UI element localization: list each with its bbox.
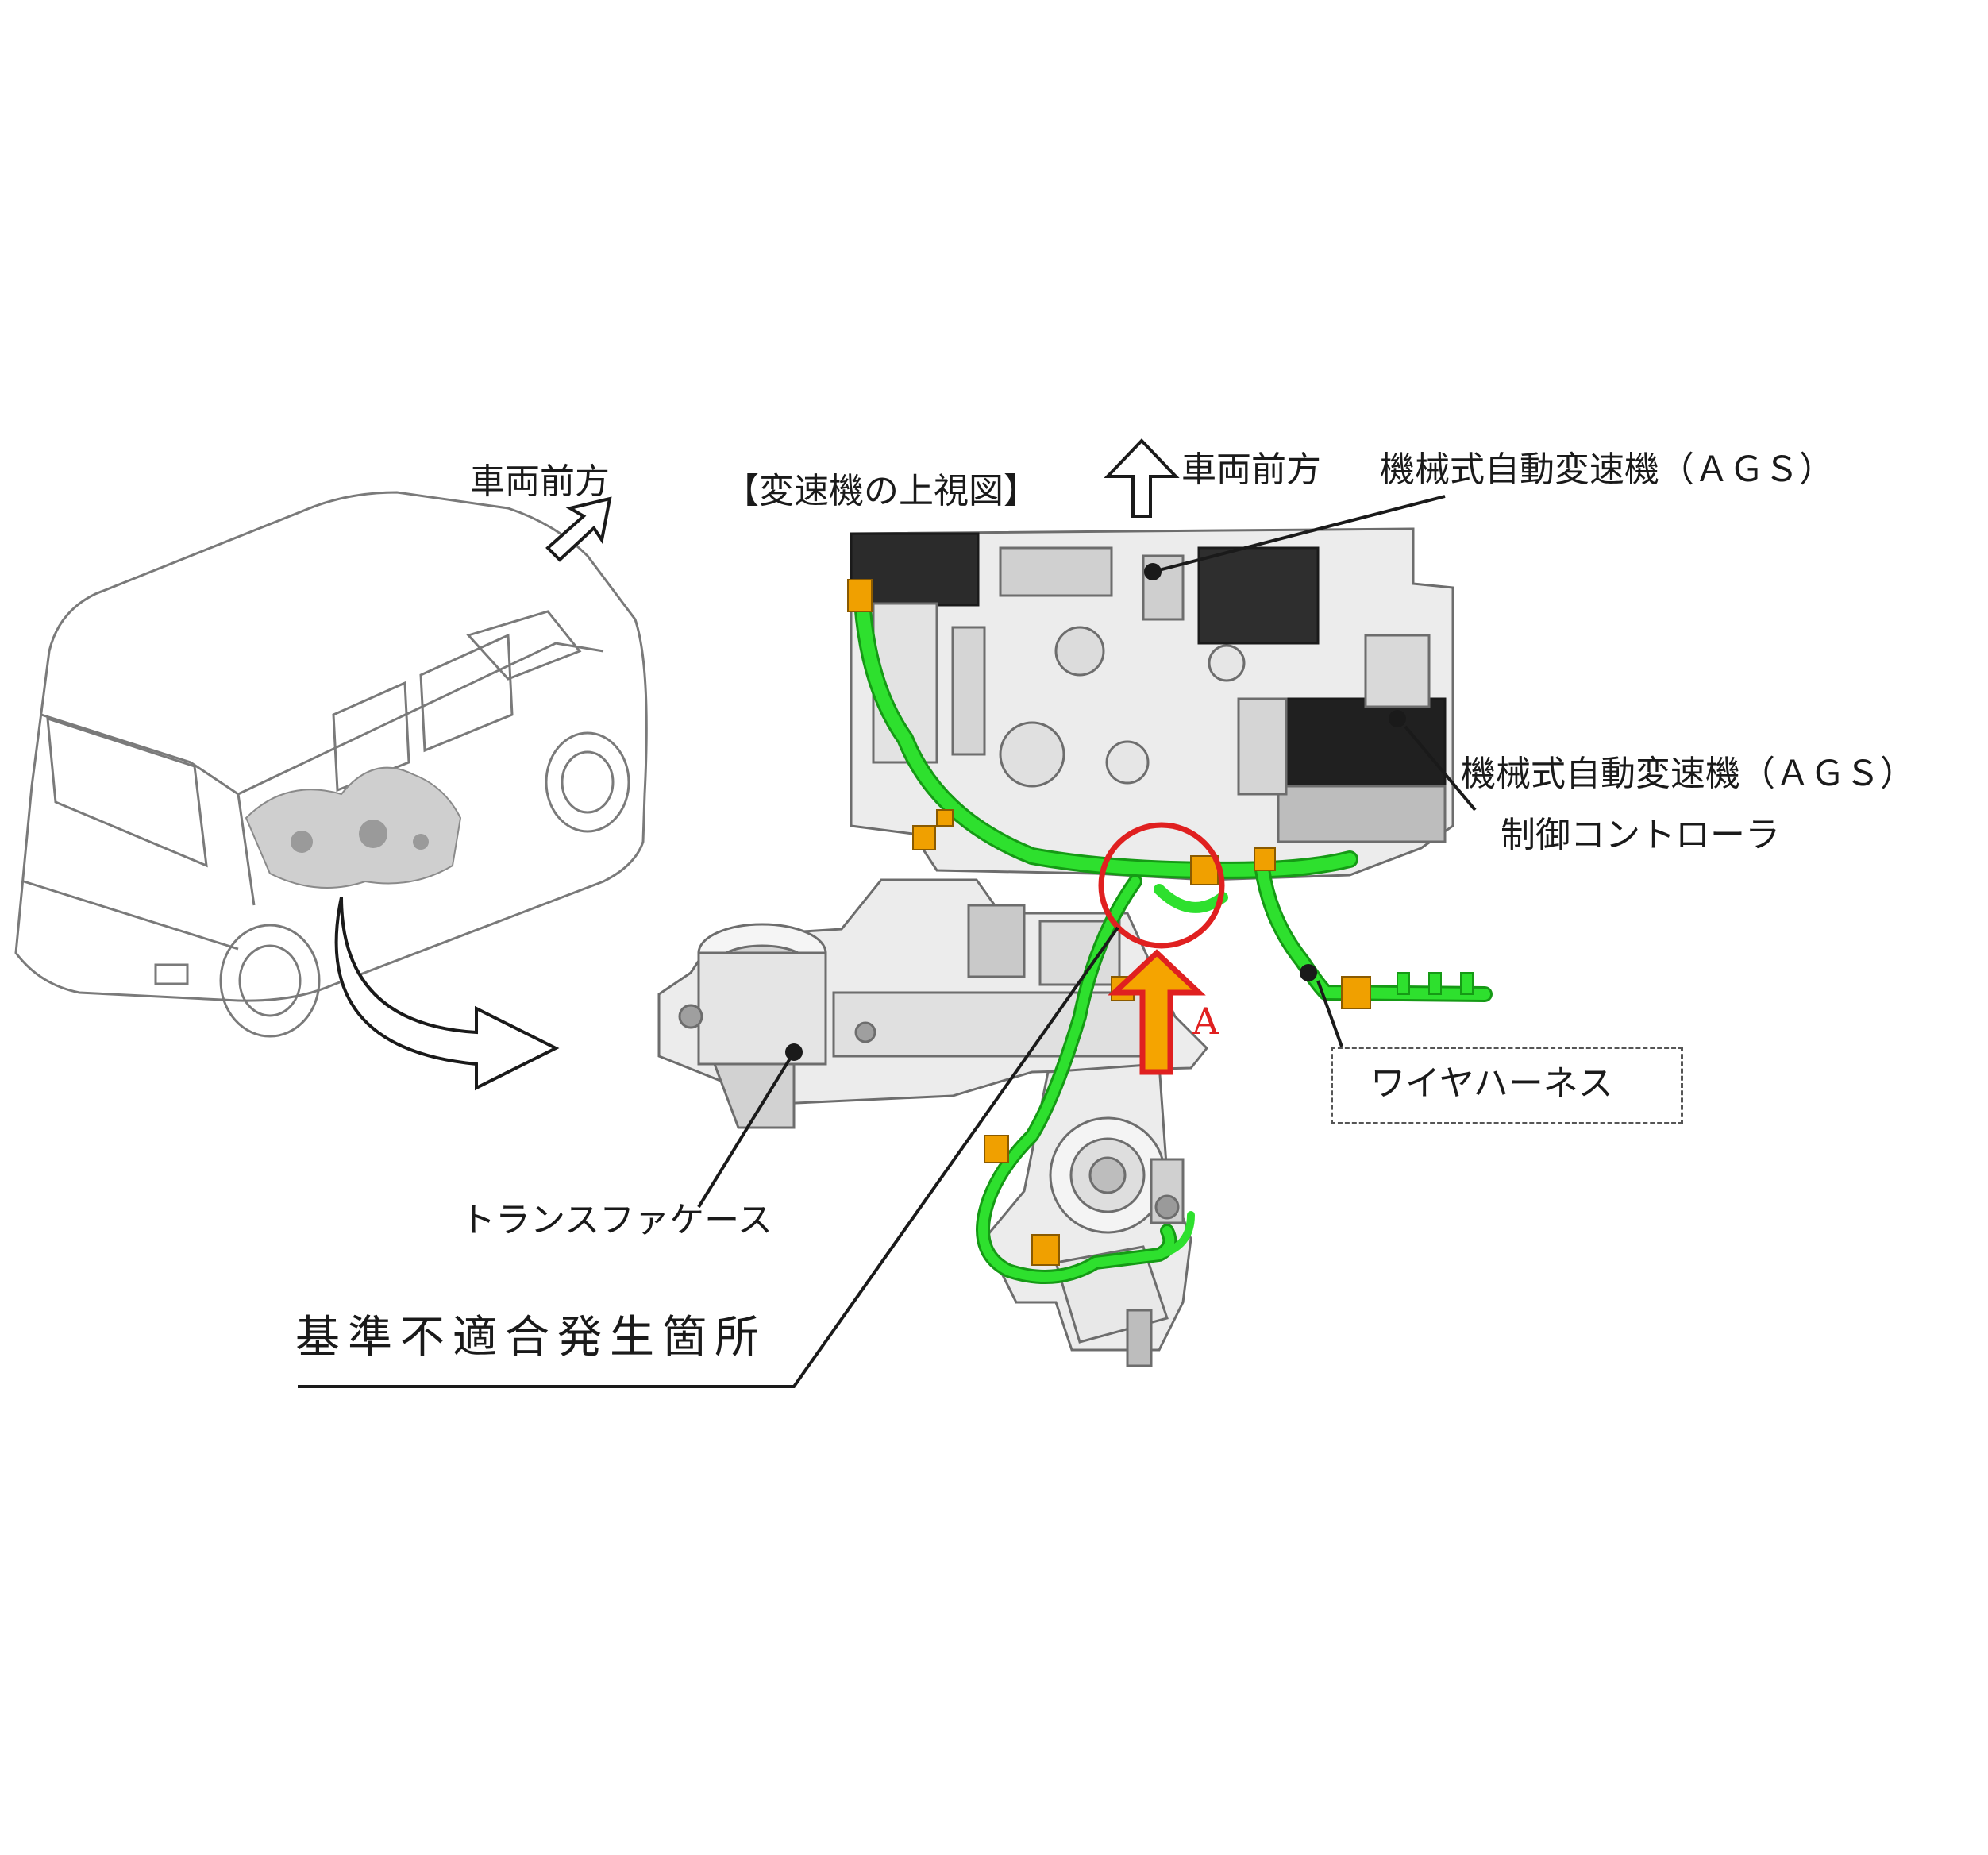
leader-lines — [298, 495, 1477, 1388]
label-ags: 機械式自動変速機（ＡＧＳ） — [1380, 449, 1834, 490]
label-nonconformity-location: 基準不適合発生箇所 — [295, 1312, 767, 1363]
front-direction-arrow-top — [1104, 438, 1180, 518]
detail-callout-arrow — [334, 897, 560, 1091]
front-direction-arrow-left — [545, 496, 612, 562]
nonconformity-highlight — [1098, 822, 1225, 1075]
leader-dots — [785, 563, 1406, 1061]
label-transfer-case: トランスファケース — [460, 1200, 772, 1240]
label-view-a: A — [1192, 1000, 1219, 1043]
label-ags-controller-line2: 制御コントローラ — [1501, 815, 1780, 855]
vehicle-illustration — [14, 491, 648, 1038]
label-wire-harness: ワイヤハーネス — [1370, 1063, 1613, 1104]
vehicle-drivetrain-sketch — [245, 766, 462, 889]
wire-harness — [853, 579, 1493, 1284]
label-vehicle-front-top: 車両前方 — [1181, 449, 1321, 490]
label-ags-controller-line1: 機械式自動変速機（ＡＧＳ） — [1461, 754, 1915, 794]
label-top-view-title: 【変速機の上視図】 — [724, 471, 1038, 511]
harness-connectors — [847, 579, 1371, 1266]
label-vehicle-front-left: 車両前方 — [470, 461, 610, 502]
wire-harness-label-box — [1331, 1047, 1683, 1124]
harness-clip-ends — [1397, 972, 1474, 995]
